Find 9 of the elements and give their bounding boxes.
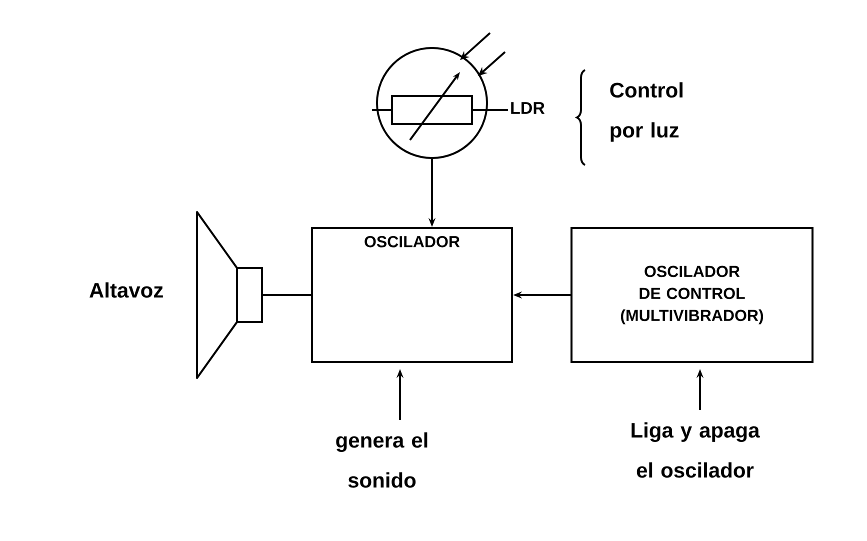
label-text: Control por luz xyxy=(610,82,682,142)
ldr-circle xyxy=(376,47,488,159)
annotation-text: Liga y apaga el oscilador xyxy=(632,422,760,478)
speaker-label: Altavoz xyxy=(90,282,163,298)
ldr-label: LDR xyxy=(492,102,545,114)
speaker-drawing xyxy=(196,211,263,379)
oscillator-box: OSCILADOR xyxy=(311,227,513,363)
annotation-text: genera el sonido xyxy=(336,432,428,488)
control-oscillator-box: OSCILADOR DE CONTROL (MULTIVIBRADOR) xyxy=(570,227,814,363)
